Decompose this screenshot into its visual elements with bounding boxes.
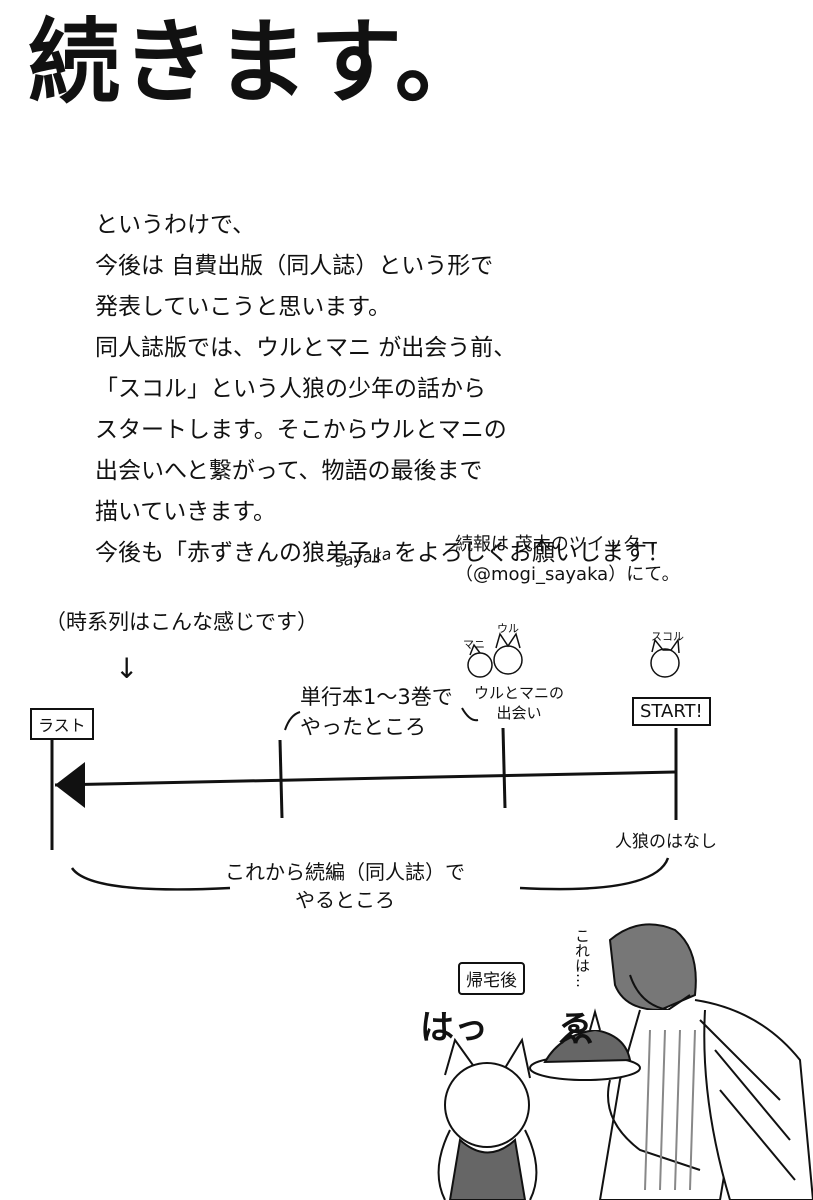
future-label-line: これから続編（同人誌）で (225, 860, 465, 884)
werewolf-story-label: 人狼のはなし (615, 832, 717, 852)
man-figure (598, 923, 813, 1200)
body-line: 描いていきます。 (95, 499, 277, 525)
mini-label-skol: スコル (651, 630, 684, 643)
volumes-label-line: やったところ (300, 715, 426, 739)
body-line: 「スコル」という人狼の少年の話から (95, 376, 486, 402)
food-plate (529, 1008, 641, 1081)
wolf-girl-figure (437, 1037, 538, 1200)
volumes-label-line: 単行本1～3巻で (300, 685, 453, 709)
last-sign: ラスト (30, 708, 94, 740)
mini-label-mani: マニ (463, 638, 485, 651)
body-line: スタートします。そこからウルとマニの (95, 417, 507, 443)
update-note-line1: 続報は 茂木のツイッター (455, 534, 659, 555)
body-line: 発表していこうと思います。 (95, 294, 392, 320)
future-label-line: やるところ (295, 888, 395, 912)
tick-meeting (501, 727, 507, 809)
sound-effect-swirl: ゑ (558, 1009, 595, 1050)
mini-label-ulu: ウル (497, 622, 519, 635)
down-arrow-icon: ↓ (115, 652, 139, 685)
body-line: 同人誌版では、ウルとマニ が出会う前、 (95, 335, 517, 361)
future-label: これから続編（同人誌）で やるところ (225, 858, 465, 914)
meeting-label: ウルとマニの 出会い (474, 683, 564, 723)
update-note-line2: （@mogi_sayaka）にて。 (455, 564, 680, 585)
meeting-pointer (461, 707, 479, 722)
after-returning-home-caption: 帰宅後 (458, 962, 525, 995)
body-line: 今後も「赤ずきんの狼弟子」をよろしくお願いします！ (95, 540, 670, 566)
chibi-mani-ulu (467, 632, 523, 678)
body-line: 出会いへと繋がって、物語の最後まで (95, 458, 483, 484)
speech-kore-wa: これは… (573, 928, 591, 988)
timeline-line (54, 770, 676, 787)
announcement-text: というわけで、 今後は 自費出版（同人誌）という形で 発表していこうと思います。… (95, 205, 670, 574)
author-signature: sayaka (333, 544, 393, 571)
sound-effect-ha: はっ (420, 1008, 488, 1048)
volumes-pointer (284, 711, 301, 731)
page-title: 続きます。 (28, 9, 489, 116)
body-line: 今後は 自費出版（同人誌）という形で (95, 253, 494, 279)
signature-block: sayaka 続報は 茂木のツイッター （@mogi_sayaka）にて。 (333, 530, 680, 590)
meeting-label-line: 出会い (496, 704, 542, 722)
chibi-skol (650, 637, 680, 678)
timeline-arrowhead (55, 762, 85, 808)
volumes-label: 単行本1～3巻で やったところ (300, 682, 453, 742)
sweater-stripes (644, 1029, 696, 1191)
body-line: というわけで、 (95, 212, 256, 238)
tick-volumes (278, 739, 284, 819)
timeline-note: （時系列はこんな感じです） (45, 610, 318, 634)
meeting-label-line: ウルとマニの (474, 684, 565, 702)
future-bracket (70, 857, 670, 891)
start-sign: START! (632, 697, 711, 726)
